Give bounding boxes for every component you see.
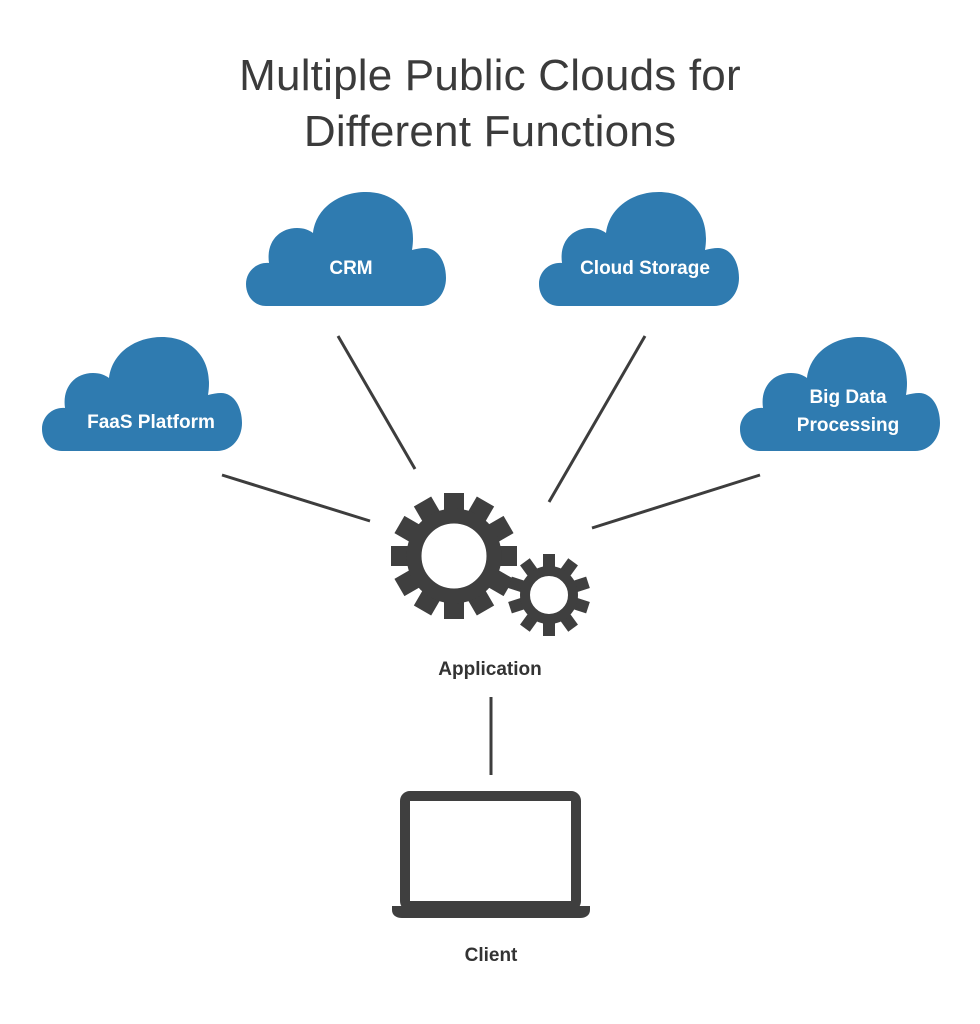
diagram-title: Multiple Public Clouds for Different Fun… (0, 48, 980, 160)
cloud-icon (42, 337, 242, 451)
cloud-icon (740, 337, 940, 451)
application-label: Application (438, 659, 541, 680)
gears-icon (391, 493, 590, 636)
cloud-crm: CRM (246, 192, 446, 306)
small-gear-icon (508, 554, 590, 636)
cloud-label-storage: Cloud Storage (580, 258, 710, 279)
large-gear-icon (391, 493, 517, 619)
cloud-label-faas: FaaS Platform (87, 412, 215, 433)
connector-storage (547, 335, 647, 503)
connector-faas (221, 473, 371, 523)
cloud-label-bigdata-2: Processing (797, 415, 899, 436)
title-line-1: Multiple Public Clouds for (239, 51, 741, 100)
cloud-label-bigdata-1: Big Data (809, 387, 887, 408)
client-label: Client (465, 945, 518, 966)
connector-crm (336, 335, 417, 470)
cloud-label-crm: CRM (329, 258, 372, 279)
laptop-screen (400, 791, 581, 911)
title-line-2: Different Functions (303, 107, 677, 156)
connector-bigdata (591, 473, 761, 530)
cloud-icon (539, 192, 739, 306)
laptop-base (392, 906, 590, 918)
laptop-icon (392, 791, 590, 918)
cloud-faas-platform: FaaS Platform (42, 337, 242, 451)
cloud-icon (246, 192, 446, 306)
cloud-cloud-storage: Cloud Storage (539, 192, 739, 306)
cloud-big-data-processing: Big Data Processing (740, 337, 940, 451)
